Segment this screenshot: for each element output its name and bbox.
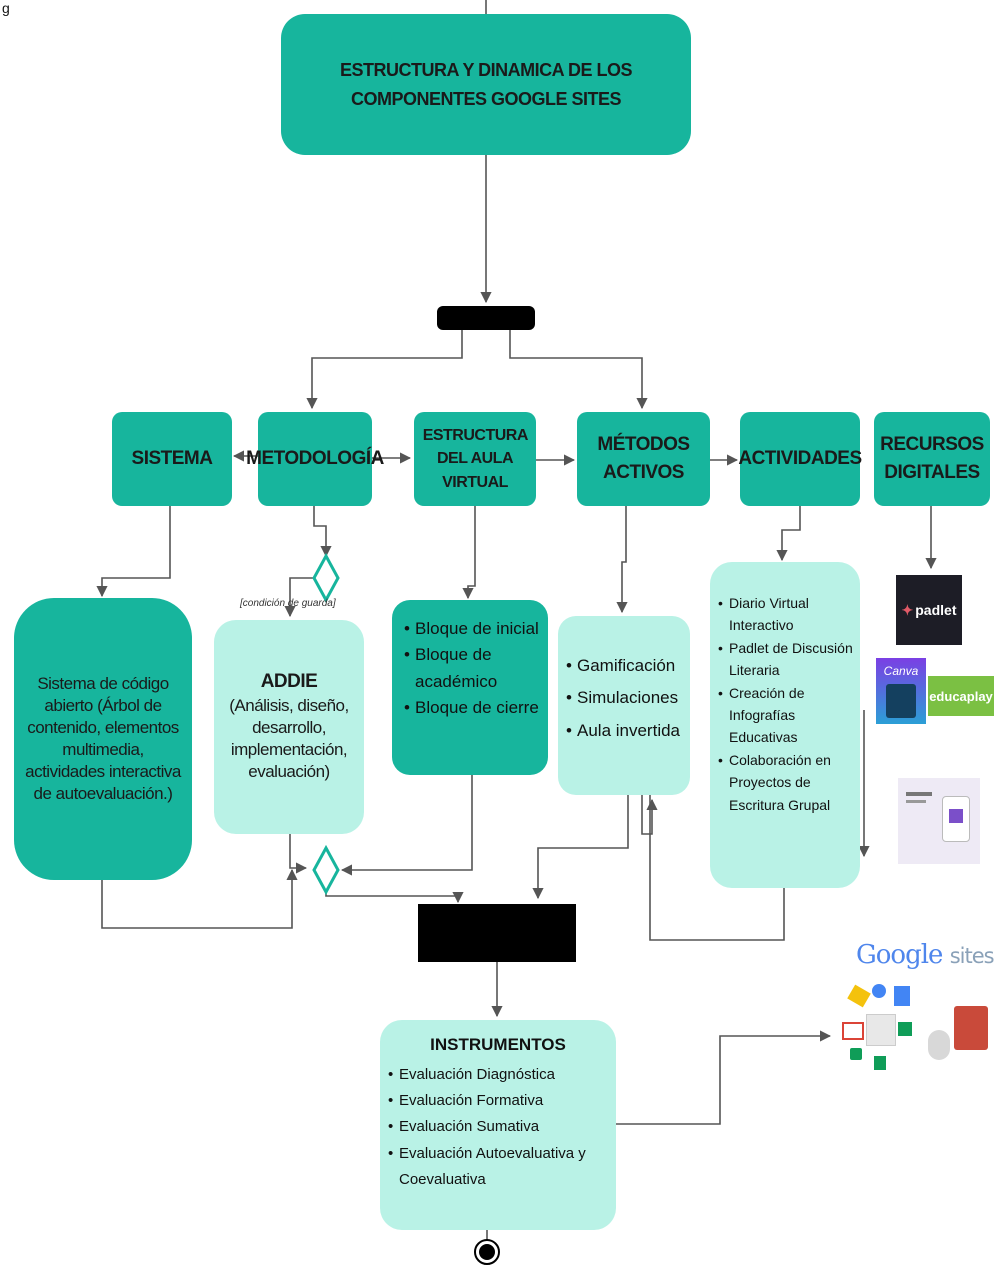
- addie-text: (Análisis, diseño, desarrollo, implement…: [229, 696, 349, 782]
- addie-box: ADDIE (Análisis, diseño, desarrollo, imp…: [214, 620, 364, 834]
- connector-instrumentos-sites: [616, 1030, 832, 1125]
- list-item-bloque-cierre: Bloque de cierre: [404, 695, 540, 722]
- addie-heading: ADDIE: [260, 671, 318, 693]
- meet-icon: [874, 1056, 886, 1070]
- padlet-mark-icon: ✦: [901, 601, 914, 618]
- category-sistema: SISTEMA: [112, 412, 232, 506]
- list-item-bloque-inicial: Bloque de inicial: [404, 616, 540, 643]
- thumb-text-line-icon: [906, 800, 926, 803]
- gmail-icon: [842, 1022, 864, 1040]
- list-item-escritura: Colaboración en Proyectos de Escritura G…: [718, 749, 854, 816]
- google-sites-wordmark: Google sites: [856, 940, 995, 970]
- calendar-dot-icon: [872, 984, 886, 998]
- google-sites-logo: Google sites: [836, 936, 995, 1086]
- connector-bloques-merge: [340, 775, 473, 876]
- educaplay-logo: educaplay: [928, 676, 994, 716]
- list-item-aula-invertida: Aula invertida: [566, 715, 686, 748]
- connector-metodologia-decision: [313, 506, 332, 558]
- list-item-gamificacion: Gamificación: [566, 650, 686, 683]
- drive-icon: [847, 984, 871, 1008]
- connector-actividades-loop: [649, 795, 785, 941]
- hangouts-icon: [850, 1048, 862, 1060]
- connector-metodos-list: [616, 506, 628, 614]
- category-actividades: ACTIVIDADES: [738, 412, 862, 506]
- thumb-phone-screen-icon: [949, 809, 963, 823]
- list-item-simulaciones: Simulaciones: [566, 682, 686, 715]
- connector-estructura-bloques: [462, 506, 476, 600]
- actividades-box: Diario Virtual Interactivo Padlet de Dis…: [710, 562, 860, 888]
- sheets-icon: [898, 1022, 912, 1036]
- padlet-wordmark: padlet: [915, 602, 957, 618]
- decision-diamond-top: [312, 552, 340, 604]
- canva-wordmark: Canva: [883, 664, 919, 678]
- list-item-diario: Diario Virtual Interactivo: [718, 592, 854, 637]
- list-item-infografias: Creación de Infografías Educativas: [718, 682, 854, 749]
- list-item-autoevaluativa: Evaluación Autoevaluativa y Coevaluativa: [388, 1141, 608, 1194]
- connector-metodos-loop: [641, 795, 658, 835]
- list-item-formativa: Evaluación Formativa: [388, 1088, 608, 1115]
- thumb-text-line-icon: [906, 792, 932, 796]
- thumb-phone-icon: [942, 796, 970, 842]
- instrumentos-box: INSTRUMENTOS Evaluación Diagnóstica Eval…: [380, 1020, 616, 1230]
- figure-label: g: [2, 0, 10, 16]
- google-word: Google: [856, 940, 943, 970]
- list-item-sumativa: Evaluación Sumativa: [388, 1114, 608, 1141]
- fork-bar: [437, 306, 535, 330]
- connector-fork-metodos: [509, 330, 648, 410]
- sistema-detail-box: Sistema de código abierto (Árbol de cont…: [14, 598, 192, 880]
- padlet-logo: ✦ padlet: [896, 575, 962, 645]
- connector-addie-merge: [289, 834, 308, 874]
- list-item-diagnostica: Evaluación Diagnóstica: [388, 1062, 608, 1089]
- calendar-icon: [954, 1006, 988, 1050]
- category-metodologia: METODOLOGÍA: [246, 412, 384, 506]
- category-estructura: ESTRUCTURA DEL AULA VIRTUAL: [414, 412, 536, 506]
- canva-device-icon: [886, 684, 916, 718]
- sites-word: sites: [949, 944, 995, 968]
- sheets-grid-icon: [866, 1014, 896, 1046]
- bloques-box: Bloque de inicial Bloque de académico Bl…: [392, 600, 548, 775]
- connector-decision-addie: [284, 577, 316, 618]
- category-metodos: MÉTODOS ACTIVOS: [577, 412, 710, 506]
- guard-condition-label: [condición de guarda]: [240, 598, 336, 609]
- connector-sistema-merge: [101, 868, 298, 929]
- google-sites-thumbnail: [898, 778, 980, 864]
- title-box: ESTRUCTURA Y DINAMICA DE LOS COMPONENTES…: [281, 14, 691, 155]
- end-node-dot: [479, 1244, 495, 1260]
- merge-diamond-bottom: [312, 844, 340, 896]
- connector-sistema-detail: [96, 506, 171, 598]
- list-item-bloque-academico: Bloque de académico: [404, 642, 540, 695]
- connector-actividades-list: [776, 506, 801, 562]
- docs-icon: [894, 986, 910, 1006]
- user-icon: [928, 1030, 950, 1060]
- list-item-padlet: Padlet de Discusión Literaria: [718, 637, 854, 682]
- connector-merge-join: [325, 876, 464, 904]
- canva-logo: Canva: [876, 658, 926, 724]
- join-bar: [418, 904, 576, 962]
- connector-metodos-join: [532, 795, 629, 900]
- instrumentos-heading: INSTRUMENTOS: [430, 1035, 566, 1054]
- category-recursos: RECURSOS DIGITALES: [874, 412, 990, 506]
- metodos-box: Gamificación Simulaciones Aula invertida: [558, 616, 690, 795]
- connector-fork-metodologia: [306, 330, 463, 410]
